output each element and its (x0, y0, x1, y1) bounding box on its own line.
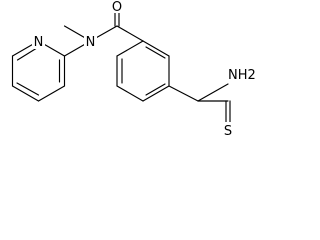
bond-thioamide-nh2 (197, 83, 229, 102)
bond-pyridine-2 (37, 85, 66, 102)
bond-pyridine-3 (11, 85, 40, 102)
bond-benzene-4 (116, 85, 144, 102)
bond-benzene-inner-2 (145, 83, 166, 96)
bond-benzene-6 (116, 40, 144, 57)
bond-pyridine-inner-3 (16, 46, 40, 61)
bond-carbonyl-ring (116, 25, 144, 42)
bond-benzene-3 (142, 85, 170, 102)
atom-label-amide-n: N (86, 35, 96, 50)
chemical-structure-diagram: N O N NH2 S (11, 0, 266, 139)
atom-label-carbonyl-o: O (112, 0, 122, 15)
bond-lines (11, 3, 231, 123)
bond-ring-thioamide (168, 85, 199, 102)
bond-benzene-1 (142, 40, 170, 57)
atom-label-pyridine-n: N (34, 35, 44, 50)
atom-label-thione-s: S (224, 124, 232, 139)
atom-labels: N O N NH2 S (32, 0, 266, 139)
atom-label-nh2: NH2 (228, 68, 256, 83)
bond-pyridine-inner-2 (16, 82, 40, 96)
bond-benzene-inner-1 (145, 46, 166, 59)
